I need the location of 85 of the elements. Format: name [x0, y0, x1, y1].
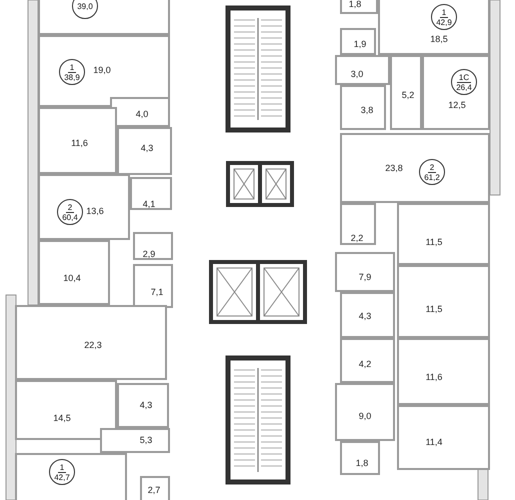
- apartment-area-label: 38,9: [64, 72, 80, 82]
- room-outline: [133, 232, 173, 260]
- apartment-area-label: 42,9: [436, 18, 452, 26]
- room-outline: [340, 338, 395, 383]
- apartment-badge: [49, 459, 75, 485]
- room-outline: [340, 85, 386, 130]
- room-outline: [340, 292, 395, 338]
- room-area-label: 2,9: [142, 249, 156, 259]
- room-outline: [38, 174, 130, 240]
- room-count-label: 1С: [456, 72, 472, 82]
- room-outline: [15, 453, 127, 500]
- room-count-label: 2: [428, 162, 436, 172]
- room-outline: [397, 203, 490, 265]
- room-area-label: 11,6: [71, 138, 88, 148]
- room-area-label: 13,6: [86, 206, 104, 216]
- apartment-area-label: 61,2: [424, 172, 440, 182]
- room-outline: [140, 476, 170, 500]
- room-area-label: 4,2: [358, 359, 372, 369]
- room-area-label: 4,3: [140, 400, 152, 410]
- apartment-badge: [419, 159, 445, 185]
- room-outline: [340, 203, 376, 245]
- room-area-label: 4,1: [142, 199, 156, 209]
- room-outline: [117, 127, 172, 175]
- room-outline: [133, 264, 173, 308]
- room-area-label: 2,7: [148, 485, 160, 495]
- apartment-badge: [431, 4, 457, 30]
- room-outline: [117, 383, 169, 428]
- room-area-label: 1,8: [356, 458, 368, 468]
- room-outline: [130, 177, 172, 210]
- room-outline: [110, 97, 170, 127]
- room-outline: [100, 428, 170, 453]
- room-area-label: 14,5: [53, 413, 71, 423]
- room-count-label: 1: [58, 462, 66, 472]
- room-area-label: 11,5: [426, 237, 442, 247]
- room-outline: [340, 133, 490, 203]
- room-area-label: 7,9: [358, 272, 372, 282]
- room-area-label: 5,3: [140, 435, 152, 445]
- room-area-label: 22,3: [84, 340, 102, 350]
- room-outline: [38, 240, 110, 305]
- room-area-label: 5,2: [402, 90, 414, 100]
- room-area-label: 7,1: [150, 287, 164, 297]
- room-area-label: 3,0: [350, 69, 364, 79]
- room-area-label: 3,8: [360, 105, 374, 115]
- apartment-area-label: 26,4: [456, 82, 472, 92]
- room-outline: [38, 0, 170, 35]
- room-outline: [390, 55, 422, 130]
- room-area-label: 1,9: [354, 38, 366, 48]
- room-area-label: 23,8: [385, 163, 403, 173]
- apartment-badge: [59, 59, 85, 85]
- room-outline: [378, 0, 490, 55]
- room-outline: [397, 265, 490, 338]
- room-outline: [340, 28, 376, 55]
- room-outline: [340, 441, 380, 475]
- apartment-badge: [72, 0, 98, 19]
- room-outline: [422, 55, 490, 130]
- room-area-label: 1,8: [348, 0, 362, 9]
- room-area-label: 10,4: [63, 273, 81, 283]
- apartment-area-label: 42,7: [54, 472, 70, 482]
- room-outline: [397, 405, 490, 470]
- room-outline: [335, 55, 390, 85]
- room-area-label: 12,5: [448, 100, 466, 110]
- room-area-label: 4,3: [358, 311, 372, 321]
- room-area-label: 4,0: [136, 109, 148, 119]
- room-outline: [335, 252, 395, 292]
- room-outline: [335, 383, 395, 441]
- room-count-label: 1: [68, 62, 76, 72]
- room-outline: [397, 338, 490, 405]
- room-area-label: 4,3: [140, 143, 154, 153]
- room-outline: [38, 107, 117, 174]
- room-area-label: 18,5: [430, 34, 448, 44]
- room-outline: [15, 380, 117, 440]
- apartment-area-label: 39,0: [77, 2, 93, 10]
- apartment-area-label: 60,4: [62, 212, 78, 222]
- room-area-label: 11,5: [426, 304, 442, 314]
- apartment-badge: [57, 199, 83, 225]
- room-area-label: 11,6: [426, 372, 442, 382]
- room-count-label: 1: [440, 8, 448, 18]
- room-outline: [38, 35, 170, 107]
- room-area-label: 9,0: [358, 411, 372, 421]
- room-area-label: 2,2: [350, 233, 364, 243]
- room-count-label: 2: [66, 202, 74, 212]
- room-area-label: 11,4: [426, 437, 442, 447]
- room-outline: [15, 305, 167, 380]
- apartment-badge: [451, 69, 477, 95]
- room-area-label: 19,0: [93, 65, 111, 75]
